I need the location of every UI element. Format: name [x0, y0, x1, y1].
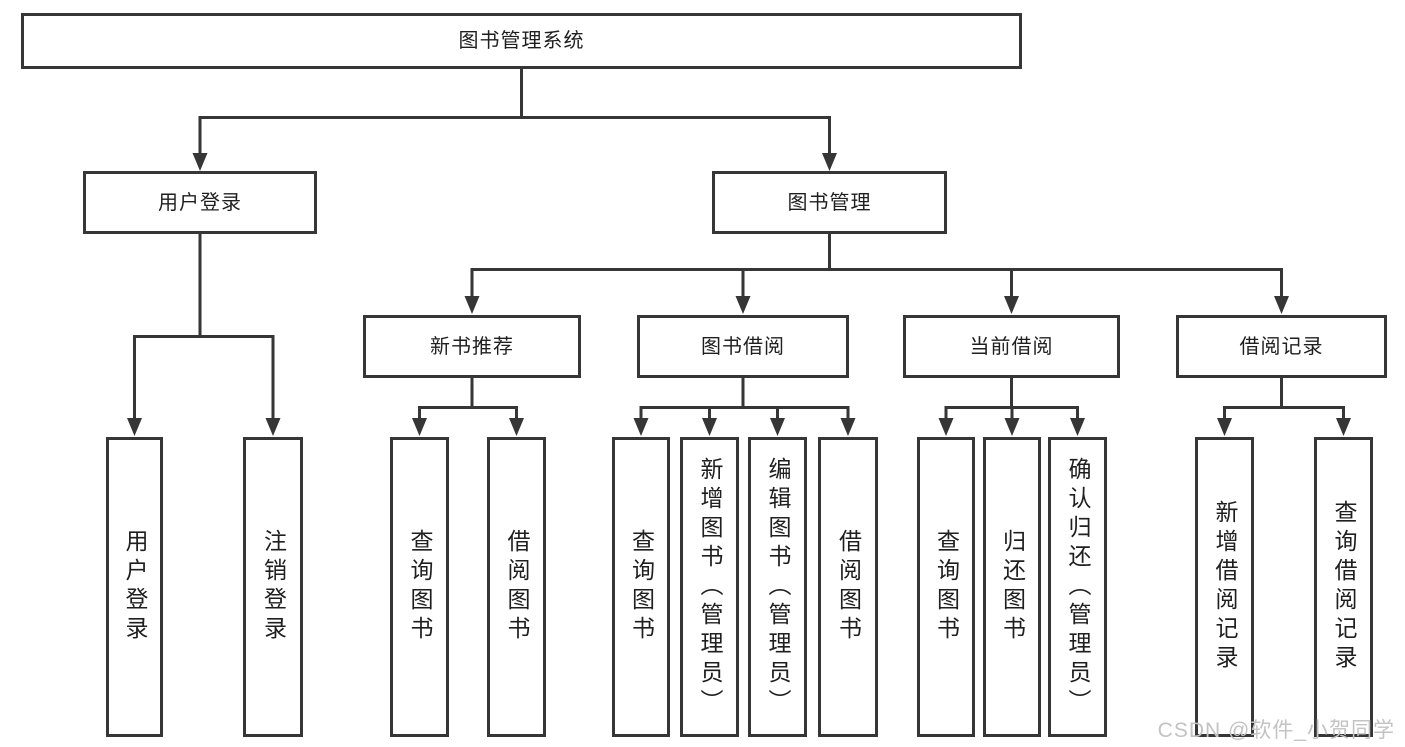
node-label: 查询图书: [407, 529, 433, 645]
leaf-confirm-return-admin: 确认归还（管理员）: [1048, 437, 1107, 737]
node-label: 借阅图书: [835, 529, 862, 645]
leaf-query-books-recommend: 查询图书: [390, 437, 449, 737]
node-label: 用户登录: [158, 191, 242, 214]
csdn-watermark: CSDN @软件_小贺同学: [1157, 719, 1395, 742]
leaf-edit-books-admin: 编辑图书（管理员）: [748, 437, 807, 737]
node-label: 新增借阅记录: [1212, 500, 1238, 674]
leaf-logout: 注销登录: [243, 437, 303, 737]
node-book-borrowing: 图书借阅: [637, 315, 849, 378]
leaf-add-borrow-record: 新增借阅记录: [1195, 437, 1254, 737]
leaf-borrow-books-recommend: 借阅图书: [487, 437, 546, 737]
node-label: 查询借阅记录: [1331, 500, 1357, 674]
node-label: 借阅图书: [504, 529, 530, 645]
node-label: 新增图书（管理员）: [697, 456, 723, 718]
node-borrowing-records: 借阅记录: [1176, 315, 1387, 378]
connector-lines: [133, 69, 1345, 423]
node-label: 图书借阅: [701, 335, 785, 358]
node-label: 编辑图书（管理员）: [765, 456, 791, 718]
leaf-user-login: 用户登录: [106, 437, 163, 737]
node-label: 归还图书: [999, 529, 1026, 645]
leaf-return-books: 归还图书: [983, 437, 1041, 737]
leaf-query-books-current: 查询图书: [917, 437, 975, 737]
node-label: 查询图书: [933, 529, 960, 645]
node-root-library-system: 图书管理系统: [21, 13, 1022, 69]
node-label: 图书管理: [787, 191, 872, 214]
node-new-book-recommend: 新书推荐: [363, 315, 581, 378]
node-label: 查询图书: [628, 529, 655, 645]
leaf-query-borrow-record: 查询借阅记录: [1314, 437, 1373, 737]
node-label: 图书管理系统: [458, 30, 585, 52]
node-label: 当前借阅: [969, 335, 1054, 358]
node-label: 用户登录: [122, 529, 148, 645]
node-label: 确认归还（管理员）: [1065, 456, 1091, 718]
node-label: 借阅记录: [1239, 335, 1324, 358]
leaf-query-books-borrow: 查询图书: [612, 437, 670, 737]
leaf-add-books-admin: 新增图书（管理员）: [680, 437, 739, 737]
node-book-management: 图书管理: [712, 171, 947, 234]
node-current-borrowing: 当前借阅: [903, 315, 1120, 378]
node-user-login: 用户登录: [83, 171, 317, 234]
leaf-borrow-books: 借阅图书: [818, 437, 878, 737]
node-label: 新书推荐: [430, 335, 514, 358]
node-label: 注销登录: [260, 529, 287, 645]
